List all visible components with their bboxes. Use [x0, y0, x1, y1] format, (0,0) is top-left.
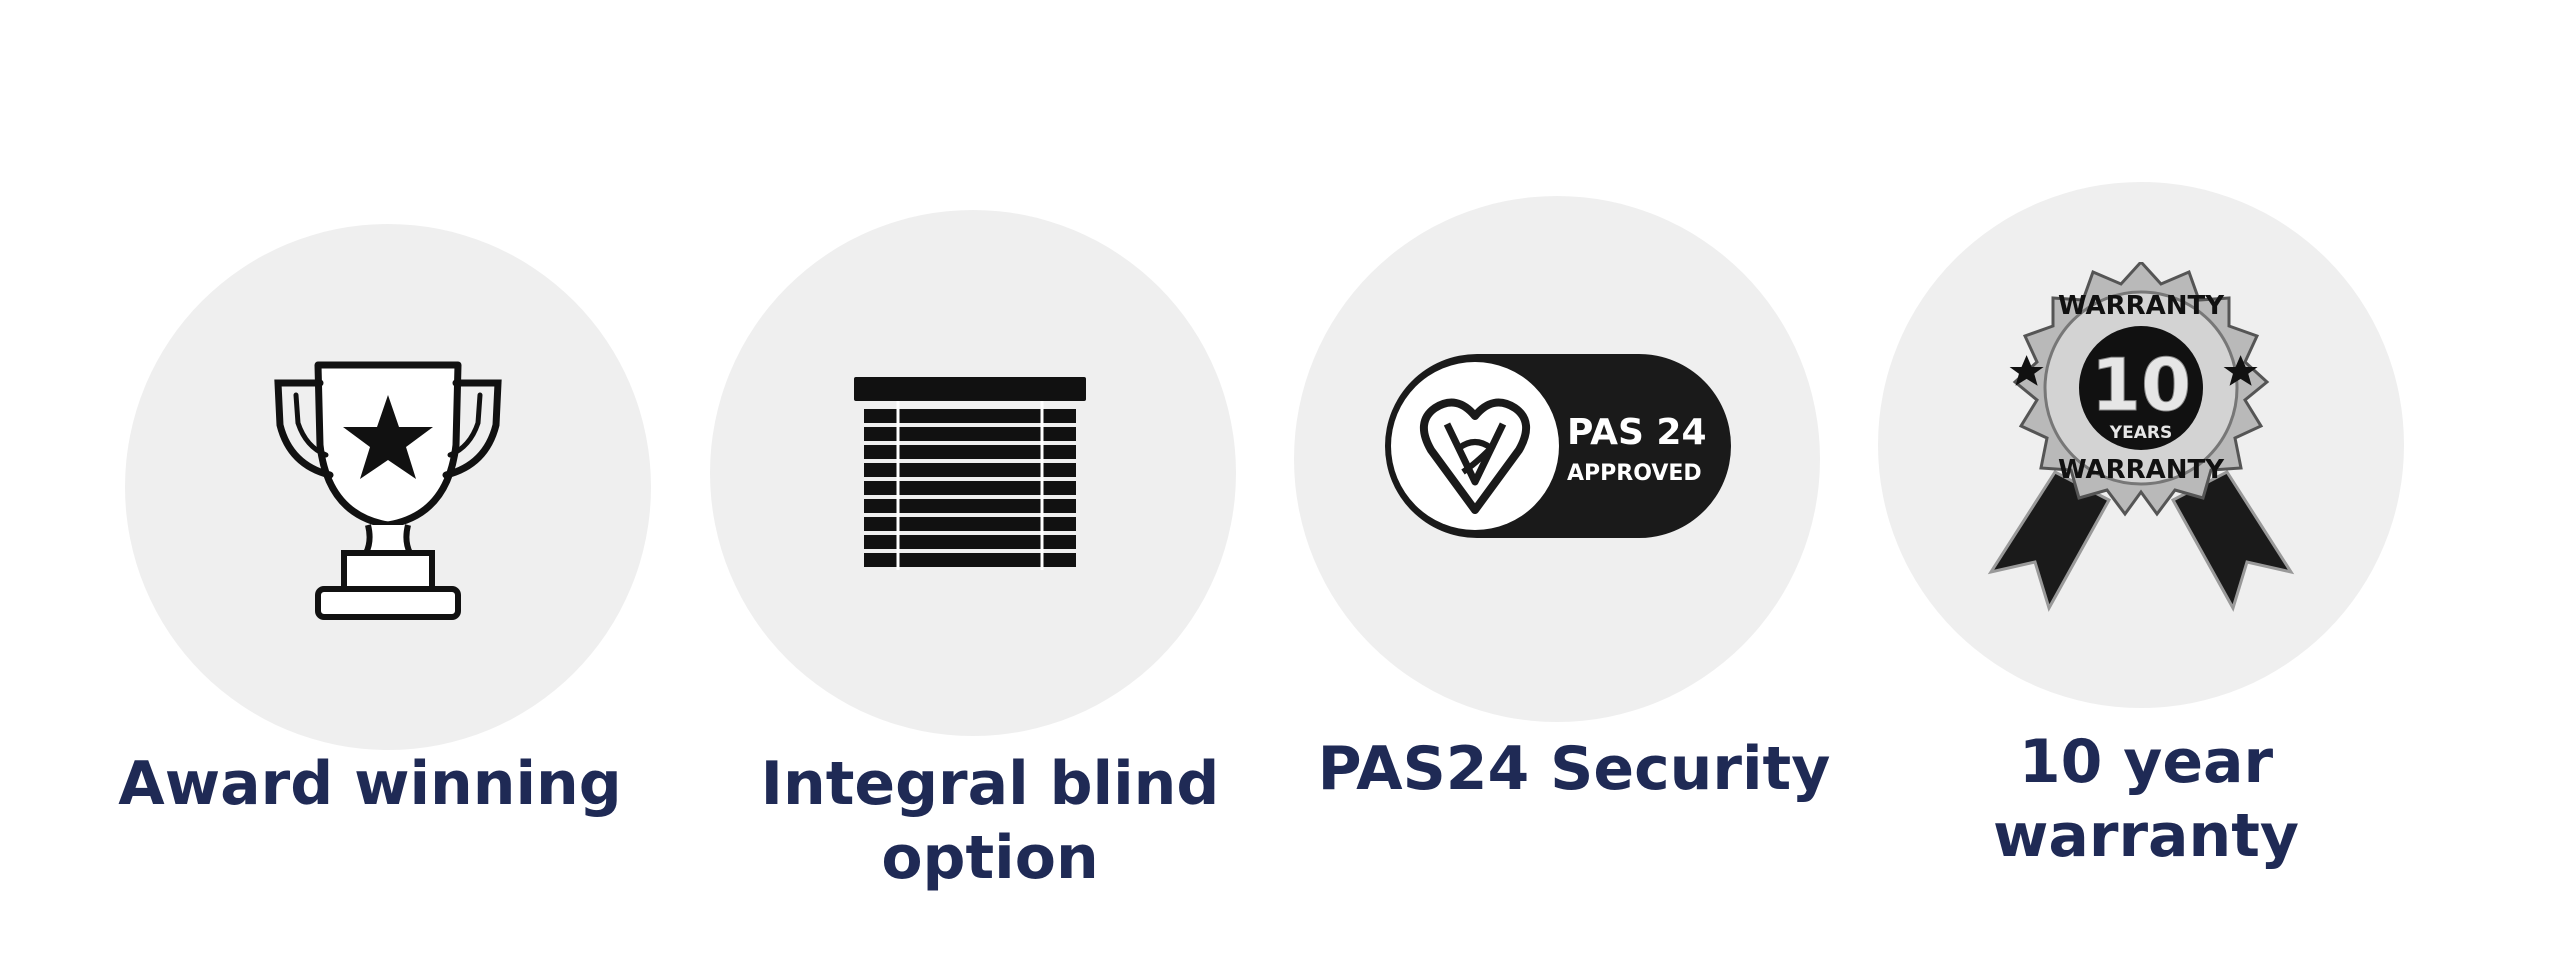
feature-label-line2: warranty [1992, 801, 2300, 871]
feature-label: Award winning [118, 749, 622, 819]
trophy-icon [274, 361, 502, 620]
seal-bottom-text: WARRANTY [2058, 455, 2225, 485]
pas24-badge-sub: APPROVED [1567, 461, 1702, 486]
feature-label: Integral blind option [710, 747, 1270, 895]
seal-number: 10 [2091, 343, 2191, 427]
pas24-badge-title: PAS 24 [1567, 412, 1707, 453]
seal-years-text: YEARS [2109, 423, 2172, 443]
blinds-icon [854, 377, 1086, 570]
warranty-seal-icon: WARRANTY 10 YEARS WARRANTY [1987, 262, 2295, 612]
pas24-badge-icon: PAS 24 APPROVED [1385, 354, 1731, 538]
feature-label: PAS24 Security [1317, 734, 1831, 804]
feature-label-line1: 10 year [2018, 727, 2274, 797]
feature-label-line1: Integral blind [760, 749, 1220, 819]
feature-label: 10 year warranty [1866, 725, 2426, 873]
feature-label-line2: option [881, 823, 1099, 893]
seal-top-text: WARRANTY [2058, 291, 2225, 321]
